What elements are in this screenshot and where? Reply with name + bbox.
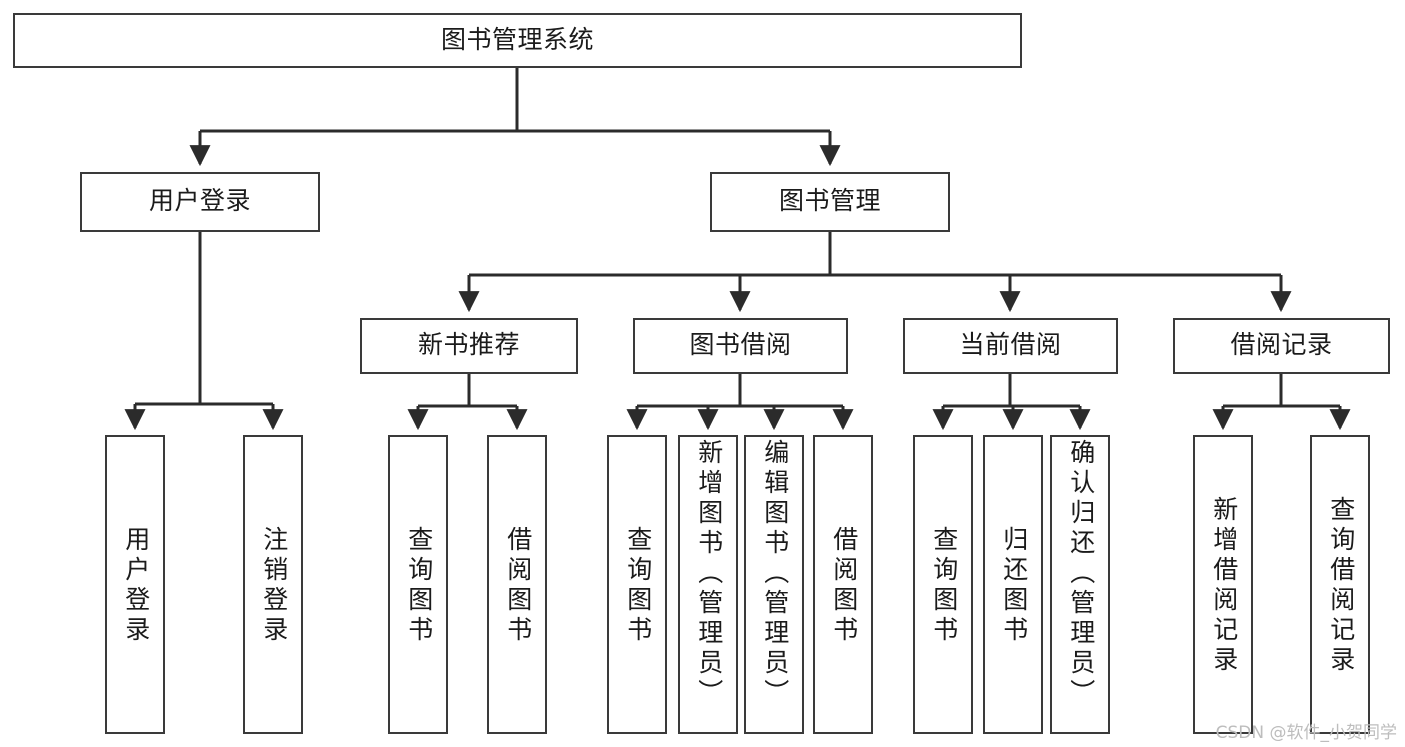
node-leaf-borrow-book-2-label: 借阅图书 (829, 525, 858, 646)
edge-currentborrow-to-leaves (932, 374, 1091, 431)
node-leaf-query-book-1-label: 查询图书 (404, 525, 433, 646)
node-leaf-edit-book-label: 编辑图书（管理员） (760, 439, 789, 709)
edge-bookmanage-to-level2 (458, 232, 1292, 313)
node-book-management-system[interactable]: 图书管理系统 (13, 13, 1022, 68)
node-leaf-logout[interactable]: 注销登录 (243, 435, 303, 734)
node-leaf-add-borrow-record-label: 新增借阅记录 (1209, 495, 1238, 676)
node-leaf-return-book-label: 归还图书 (999, 525, 1028, 646)
node-user-login-label: 用户登录 (148, 187, 251, 216)
node-book-borrow[interactable]: 图书借阅 (633, 318, 848, 374)
node-leaf-query-book-3[interactable]: 查询图书 (913, 435, 973, 734)
node-new-book-recommend[interactable]: 新书推荐 (360, 318, 578, 374)
node-leaf-borrow-book-1[interactable]: 借阅图书 (487, 435, 547, 734)
node-leaf-add-book-label: 新增图书（管理员） (694, 439, 723, 709)
node-borrow-record[interactable]: 借阅记录 (1173, 318, 1390, 374)
node-root-label: 图书管理系统 (440, 25, 594, 54)
node-leaf-confirm-return[interactable]: 确认归还（管理员） (1050, 435, 1110, 734)
node-current-borrow[interactable]: 当前借阅 (903, 318, 1118, 374)
node-leaf-borrow-book-1-label: 借阅图书 (503, 525, 532, 646)
node-user-login[interactable]: 用户登录 (80, 172, 320, 232)
node-book-management[interactable]: 图书管理 (710, 172, 950, 232)
node-leaf-query-book-1[interactable]: 查询图书 (388, 435, 448, 734)
edge-bookborrow-to-leaves (626, 374, 854, 431)
node-book-management-label: 图书管理 (778, 187, 881, 216)
node-leaf-confirm-return-label: 确认归还（管理员） (1066, 439, 1095, 709)
node-leaf-user-login-label: 用户登录 (121, 525, 150, 646)
node-leaf-user-login[interactable]: 用户登录 (105, 435, 165, 734)
node-leaf-query-borrow-record[interactable]: 查询借阅记录 (1310, 435, 1370, 734)
node-borrow-record-label: 借阅记录 (1230, 331, 1333, 360)
node-leaf-add-borrow-record[interactable]: 新增借阅记录 (1193, 435, 1253, 734)
node-book-borrow-label: 图书借阅 (689, 331, 792, 360)
node-leaf-borrow-book-2[interactable]: 借阅图书 (813, 435, 873, 734)
edge-borrowrecord-to-leaves (1212, 374, 1351, 431)
node-leaf-logout-label: 注销登录 (259, 525, 288, 646)
node-leaf-query-book-2-label: 查询图书 (623, 525, 652, 646)
node-leaf-edit-book[interactable]: 编辑图书（管理员） (744, 435, 804, 734)
node-leaf-add-book[interactable]: 新增图书（管理员） (678, 435, 738, 734)
edge-userlogin-to-leaves (124, 232, 284, 431)
node-leaf-query-book-2[interactable]: 查询图书 (607, 435, 667, 734)
node-leaf-query-borrow-record-label: 查询借阅记录 (1326, 495, 1355, 676)
edge-newbook-to-leaves (407, 374, 528, 431)
node-current-borrow-label: 当前借阅 (959, 331, 1062, 360)
node-leaf-query-book-3-label: 查询图书 (929, 525, 958, 646)
node-leaf-return-book[interactable]: 归还图书 (983, 435, 1043, 734)
csdn-watermark: CSDN @软件_小贺同学 (1215, 723, 1397, 743)
node-new-book-recommend-label: 新书推荐 (417, 331, 520, 360)
edge-root-to-level1 (189, 68, 841, 167)
